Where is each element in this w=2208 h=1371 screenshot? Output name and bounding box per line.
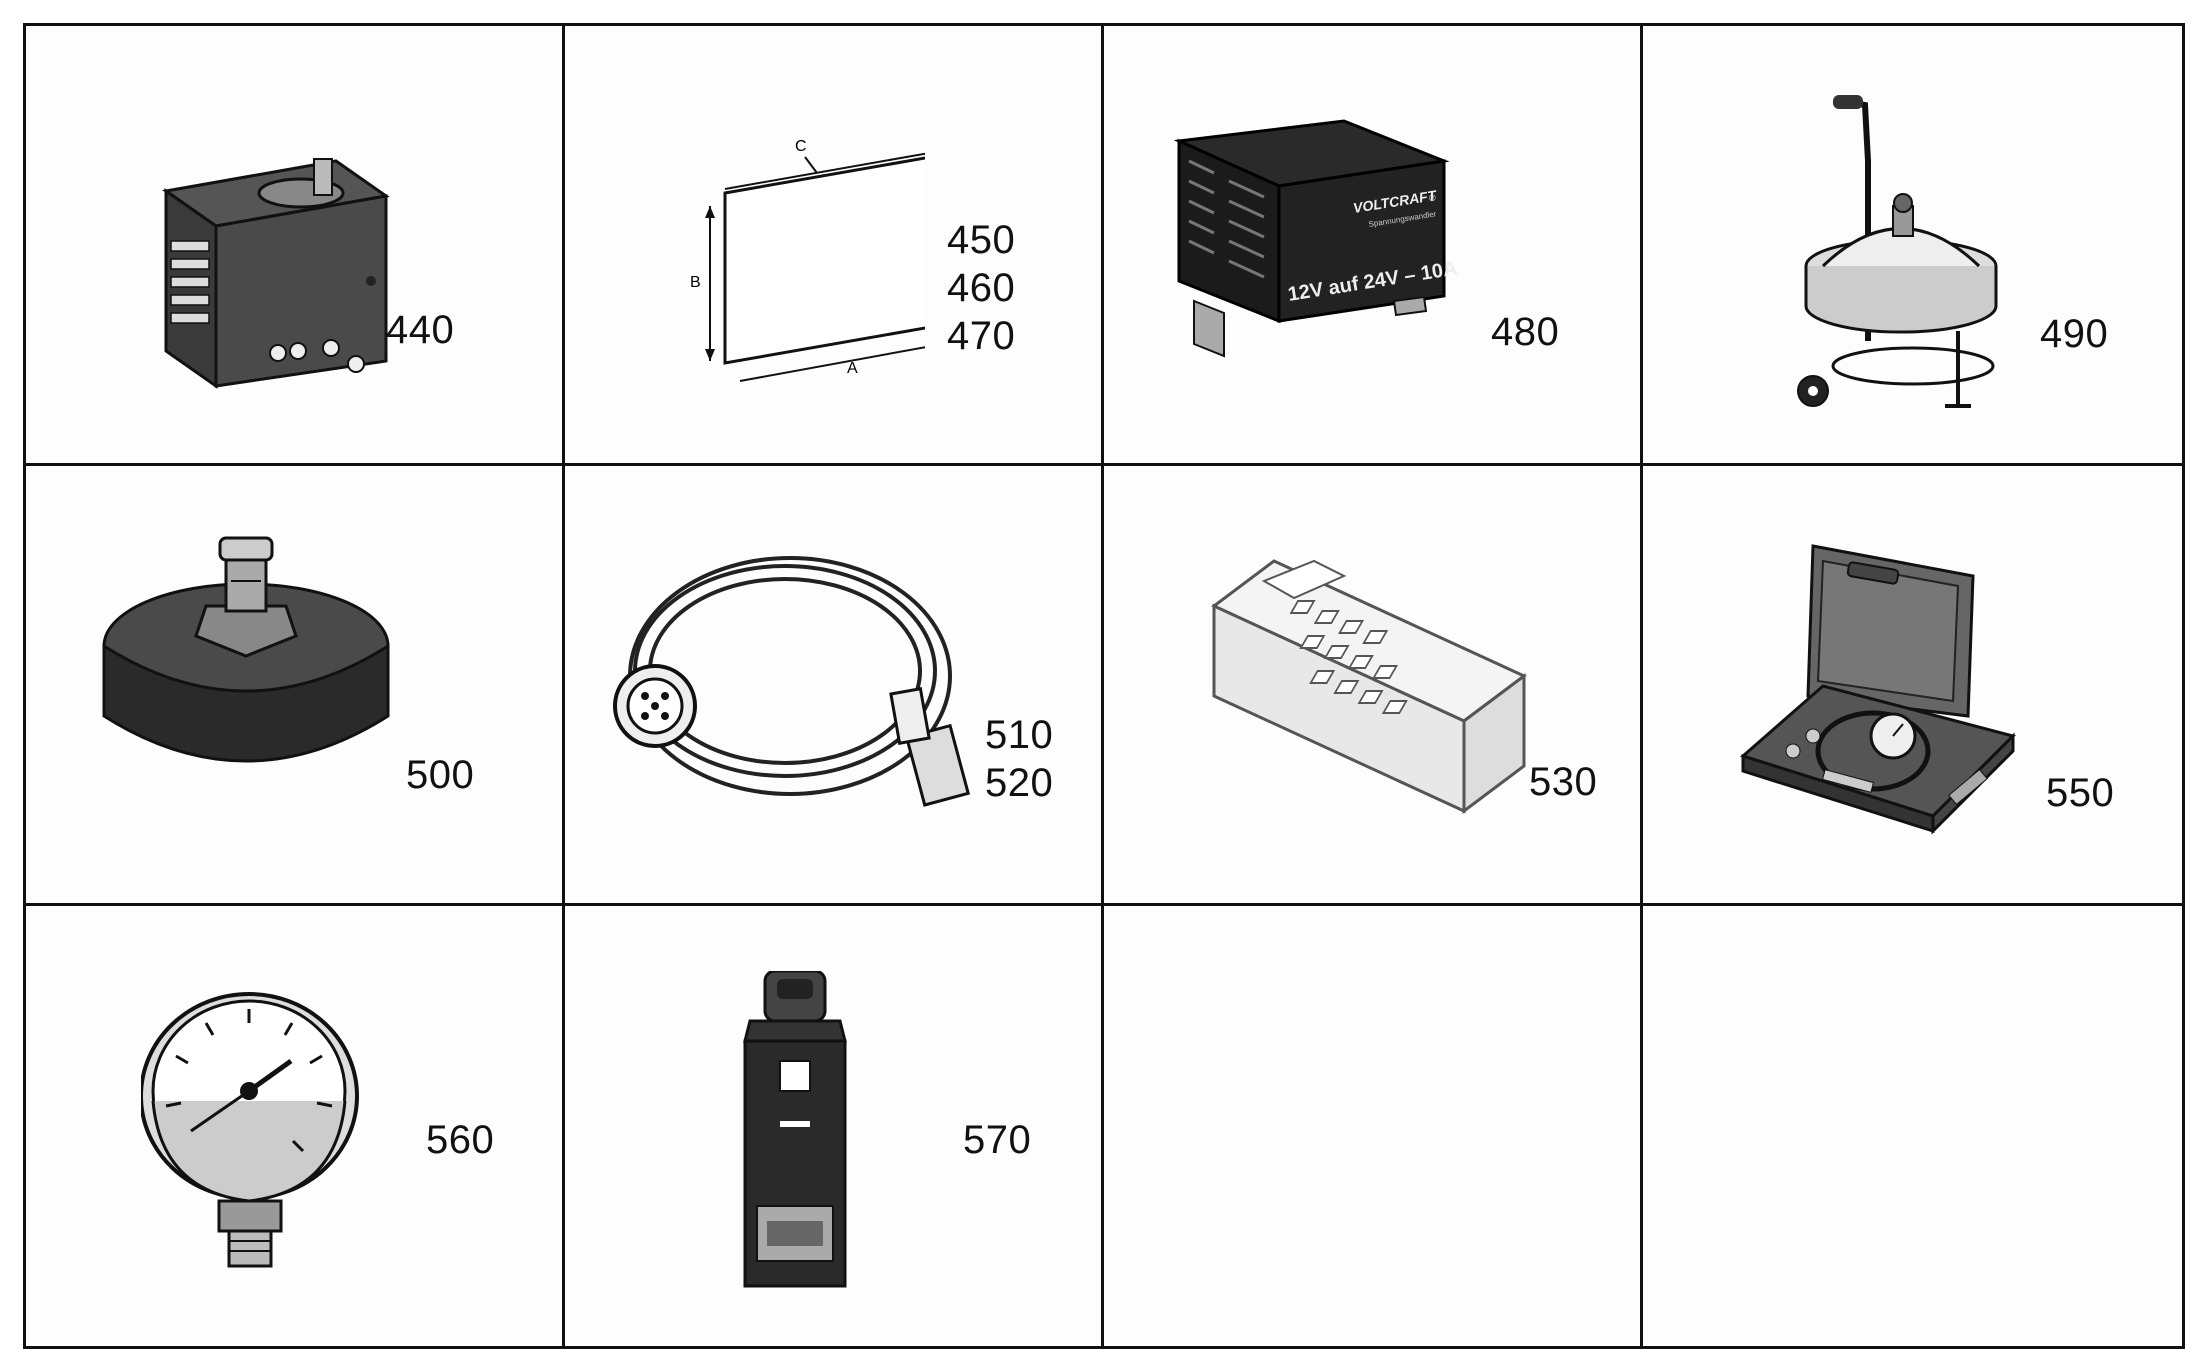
part-numbers: 560 xyxy=(426,1118,495,1162)
part-numbers: 490 xyxy=(2040,312,2109,356)
part-numbers: 570 xyxy=(963,1118,1032,1162)
part-numbers: 450 460 470 xyxy=(947,218,1016,358)
cell-530: 530 xyxy=(1104,466,1643,906)
cell-480: VOLTCRAFT ® Spannungswandler 12V auf 24V… xyxy=(1104,26,1643,466)
dimension-b-label: B xyxy=(690,274,701,291)
test-kit-case-icon xyxy=(1740,544,2016,835)
adapter-cap-icon xyxy=(102,536,390,763)
pressure-tank-trolley-icon xyxy=(1797,95,1998,408)
power-supply-icon xyxy=(162,158,390,389)
cell-490: 490 xyxy=(1643,26,2182,466)
dimension-c-label: C xyxy=(795,138,807,155)
cable-harness-icon xyxy=(613,556,971,807)
part-numbers: 530 xyxy=(1529,760,1598,804)
panel-plate-icon: B A C xyxy=(690,138,925,382)
cell-500: 500 xyxy=(26,466,565,906)
cell-560: 560 xyxy=(26,906,565,1346)
cell-empty-1 xyxy=(1104,906,1643,1346)
part-number-grid: 440 B A C 450 460 470 xyxy=(23,23,2185,1349)
part-numbers: 440 xyxy=(386,308,455,352)
voltage-converter-icon: VOLTCRAFT ® Spannungswandler 12V auf 24V… xyxy=(1174,119,1459,358)
dimension-a-label: A xyxy=(847,360,858,377)
cell-510-520: 510 520 xyxy=(565,466,1104,906)
handheld-tester-icon xyxy=(1211,559,1527,814)
part-numbers: 480 xyxy=(1491,310,1560,354)
registered-mark: ® xyxy=(1429,193,1436,203)
cell-570: 570 xyxy=(565,906,1104,1346)
cell-empty-2 xyxy=(1643,906,2182,1346)
cell-550: 550 xyxy=(1643,466,2182,906)
part-numbers: 500 xyxy=(406,753,475,797)
cell-450-460-470: B A C 450 460 470 xyxy=(565,26,1104,466)
pressure-gauge-icon xyxy=(141,992,359,1268)
part-numbers: 550 xyxy=(2046,771,2115,815)
part-numbers: 510 520 xyxy=(985,713,1054,805)
sensor-device-icon xyxy=(743,971,847,1288)
cell-440: 440 xyxy=(26,26,565,466)
